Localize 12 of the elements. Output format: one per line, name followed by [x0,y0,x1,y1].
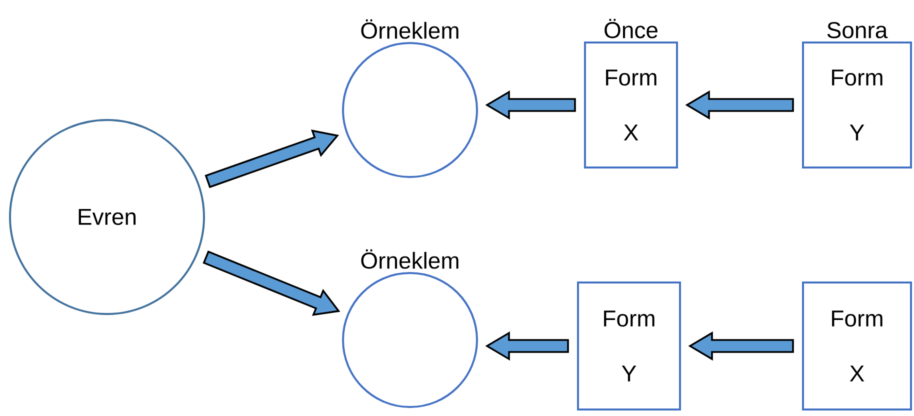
block-arrow [688,331,794,361]
block-arrow [485,90,576,120]
heading: Sonra [827,22,888,38]
heading: Örneklem [361,249,458,269]
form-box: Form X [584,42,678,168]
heading: Önce [604,18,658,38]
block-arrow [685,90,794,120]
form-box: Form X [802,282,912,410]
form-box: Form Y [577,282,681,410]
block-arrow [485,331,569,361]
form-box: Form Y [802,42,912,168]
heading: Örneklem [361,19,458,39]
